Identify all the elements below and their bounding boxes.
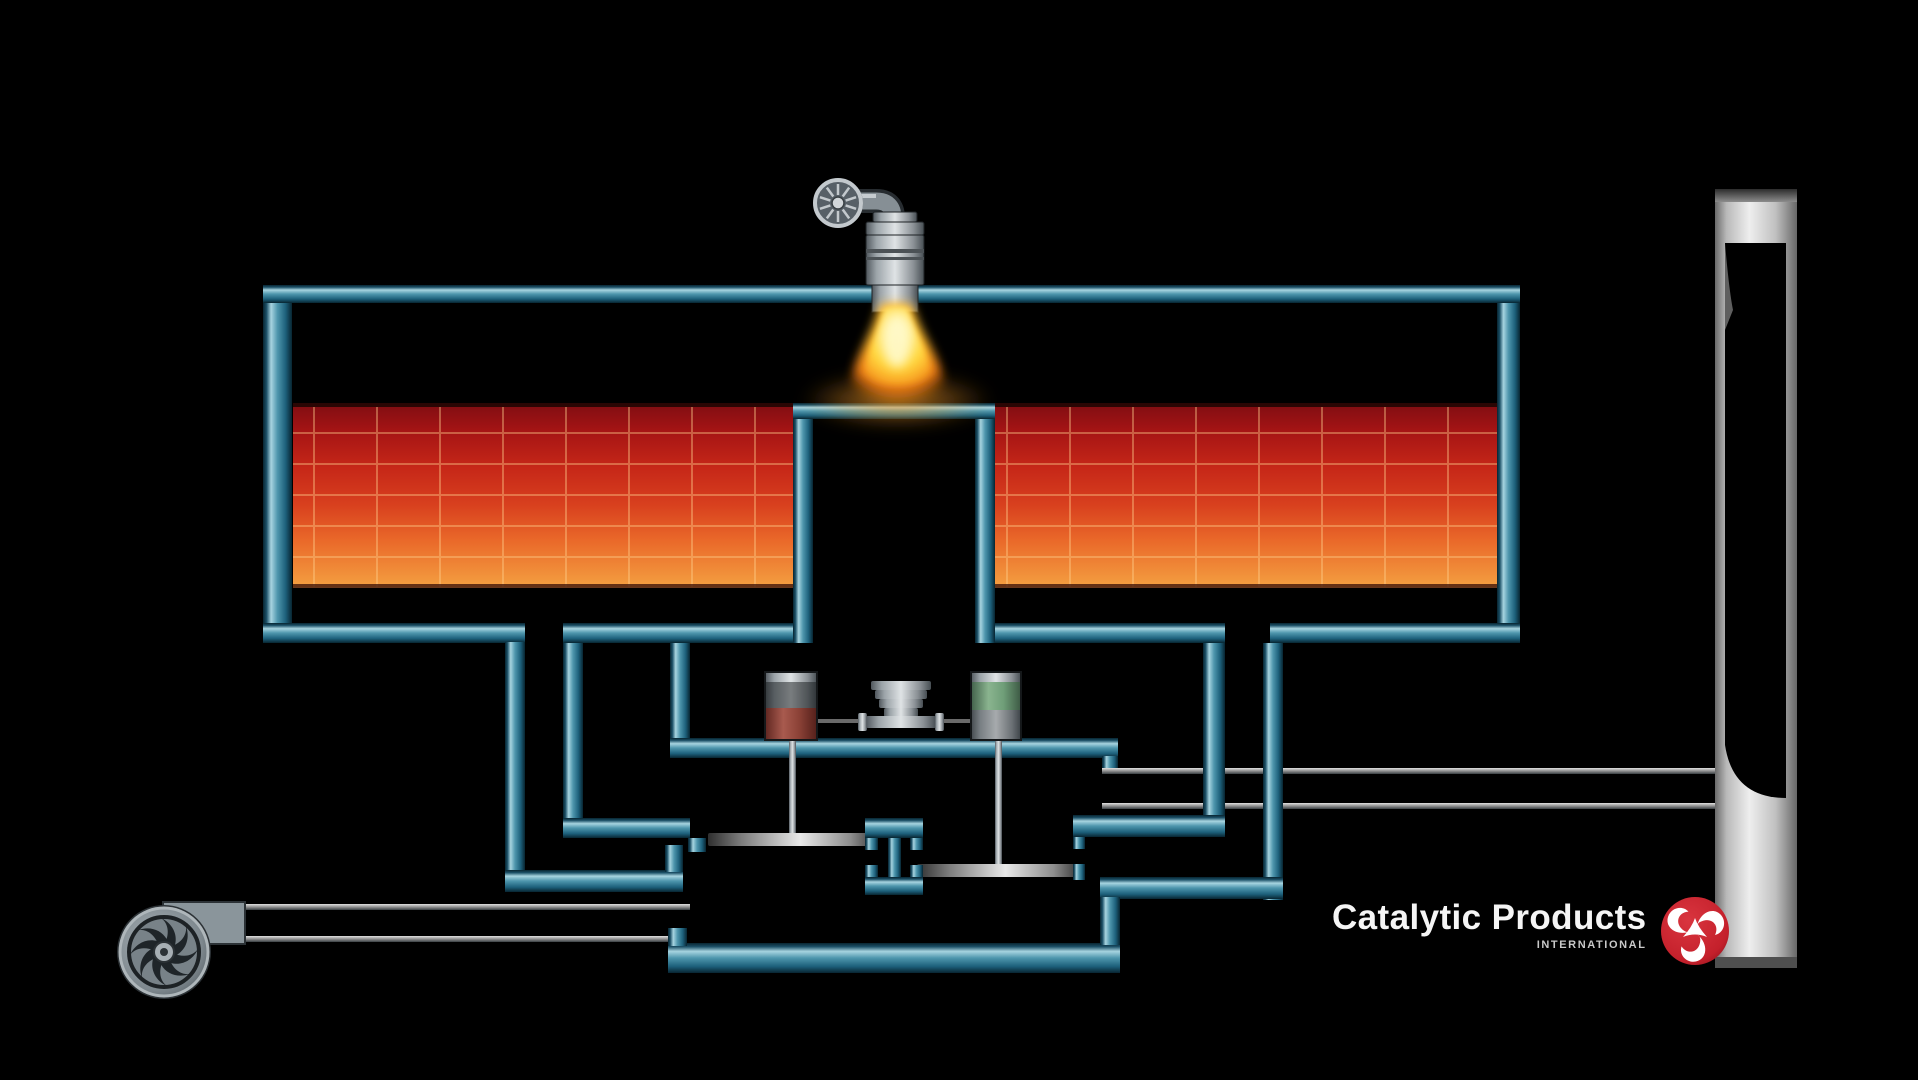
burner-assembly [813,178,925,313]
burner-flame [802,303,992,428]
valve-actuator-right [970,671,1022,741]
outer-return-rail [1100,643,1283,900]
fan-discharge-duct [240,904,690,942]
media-bed-left [293,403,793,588]
valve-actuator-left [764,671,818,741]
valve-port-rims [665,818,1085,895]
exhaust-duct [1102,768,1727,809]
exhaust-stack [1715,189,1797,968]
burner-body [865,211,925,313]
brand-emblem-icon [1660,897,1729,966]
valve-manifold-bottom-wall [668,897,1120,973]
brand-subtitle: INTERNATIONAL [1536,938,1647,951]
combustion-chamber-shell [263,285,1520,643]
brand-text: Catalytic Products INTERNATIONAL [1332,898,1647,951]
process-fan [117,901,246,999]
valve-manifold-top-wall [670,643,1118,768]
center-burner-duct [793,403,995,643]
brand-logo: Catalytic Products INTERNATIONAL [1332,897,1730,966]
flow-control-device [858,681,944,731]
right-bed-inlet-rail [1073,643,1225,837]
left-bed-downcomer-duct [505,642,690,892]
poppet-valve-right [917,740,1078,877]
combustion-air-fan-icon [813,178,863,228]
poppet-valve-left [708,740,876,846]
media-bed-right [995,403,1497,588]
brand-name: Catalytic Products [1332,898,1647,937]
